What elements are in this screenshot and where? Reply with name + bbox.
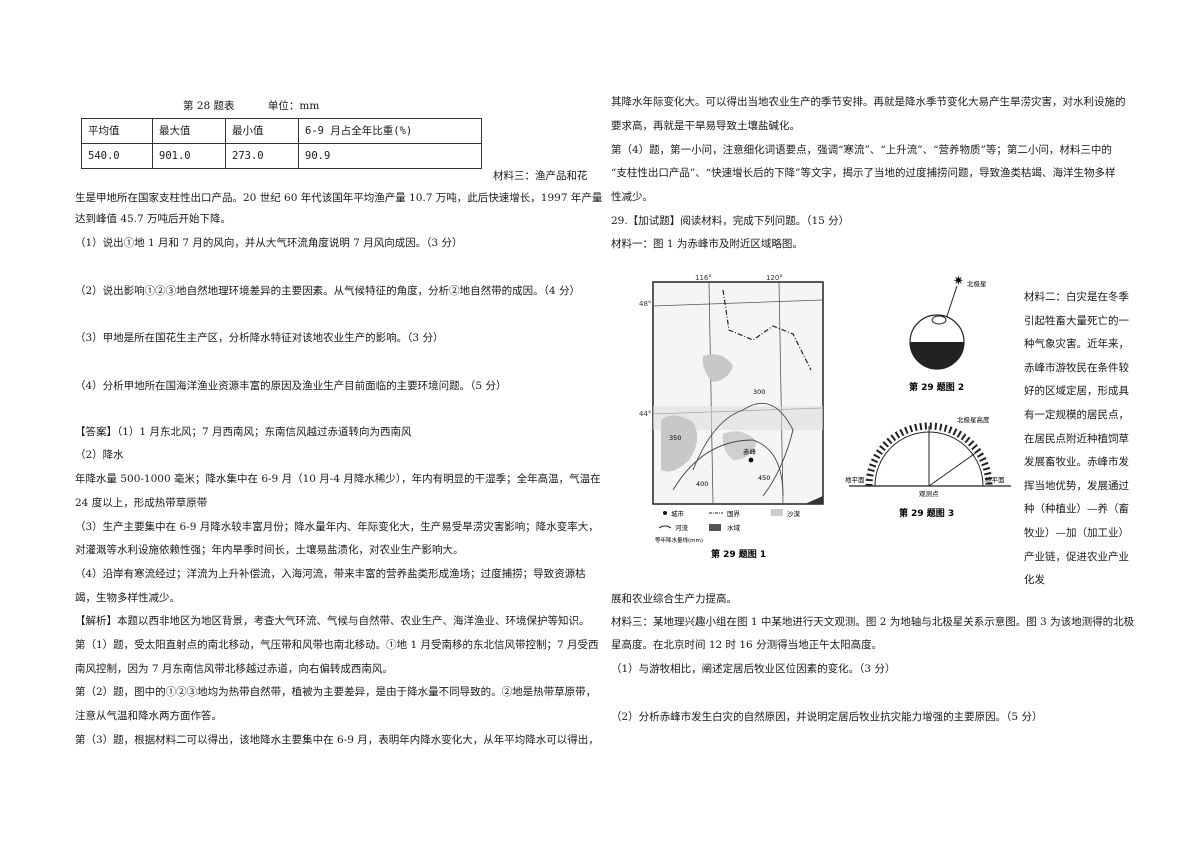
table-header-cell: 平均值 (81, 118, 153, 144)
figure-caption: 第 29 题图 1 (711, 548, 766, 560)
legend-water-symbol (709, 524, 721, 531)
text-line: 要求高，再就是干旱易导致土壤盐碱化。 (611, 120, 800, 132)
table-header-cell: 最大值 (152, 118, 226, 144)
table-cell: 90.9 (298, 143, 482, 169)
question-29-1: （1）与游牧相比，阐述定居后牧业区位因素的变化。（3 分） (611, 663, 896, 675)
star-label: 北极星 (967, 279, 987, 288)
table-header-cell: 最小值 (225, 118, 299, 144)
text-line: 第（1）题，受太阳直射点的南北移动，气压带和风带也南北移动。①地 1 月受南移的… (75, 639, 599, 651)
legend-river-symbol (658, 525, 672, 529)
text-line: 生是甲地所在国家支柱性出口产品。20 世纪 60 年代该国年平均渔产量 10.7… (75, 192, 603, 204)
contour-label: 350 (669, 434, 681, 442)
desert-area (661, 415, 698, 472)
text-line: 性减少。 (611, 191, 653, 203)
legend-item: 国界 (727, 510, 741, 518)
legend-item: 等年降水量线(mm) (655, 536, 703, 544)
polaris-sightline (928, 451, 978, 487)
table-caption: 第 28 题表 单位：mm (183, 100, 320, 112)
lon-label: 120° (766, 274, 783, 282)
table-cell: 901.0 (152, 143, 226, 169)
text-line: 注意从气温和降水两方面作答。 (75, 710, 222, 722)
text-line: 其降水年际变化大。可以得出当地农业生产的季节安排。再就是降水季节变化大易产生旱涝… (611, 96, 1126, 108)
material3-head: 材料三：渔产品和花 (493, 170, 588, 182)
contour-line (692, 402, 794, 497)
question-1: （1）说出①地 1 月和 7 月的风向，并从大气环流角度说明 7 月风向成因。（… (75, 237, 463, 249)
city-label: 赤峰 (743, 447, 757, 456)
question-2: （2）说出影响①②③地自然地理环境差异的主要因素。从气候特征的角度，分析②地自然… (75, 285, 580, 297)
material3: 材料三：某地理兴趣小组在图 1 中某地进行天文观测。图 2 为地轴与北极星关系示… (611, 616, 1135, 628)
earth-shadow (910, 342, 964, 369)
text-line: 竭，生物多样性减少。 (75, 592, 180, 604)
text-line: 达到峰值 45.7 万吨后开始下降。 (75, 213, 232, 225)
contour-label: 400 (696, 480, 708, 488)
table-header-row: 平均值 最大值 最小值 6-9 月占全年比重(%) (81, 118, 482, 144)
parallel-line (652, 299, 824, 307)
observer-label: 观测点 (919, 490, 939, 498)
text-line: （3）生产主要集中在 6-9 月降水较丰富月份；降水量年内、年际变化大，生产易受… (75, 521, 599, 533)
legend-desert-symbol (771, 509, 783, 516)
contour-label: 450 (758, 474, 770, 482)
star-altitude-label: 北极星高度 (957, 415, 990, 424)
text-line: 第（2）题，图中的①②③地均为热带自然带，植被为主要差异，是由于降水量不同导致的… (75, 686, 597, 698)
table-row: 540.0 901.0 273.0 90.9 (81, 143, 482, 169)
sea-area (805, 496, 823, 504)
text-line: 第（4）题，第一小问，注意细化词语要点，强调“寒流”、“上升流”、“营养物质”等… (611, 144, 1112, 156)
desert-area (722, 431, 757, 460)
legend-item: 城市 (671, 509, 685, 518)
figure-caption: 第 29 题图 3 (899, 507, 954, 519)
text-line: （2）降水 (75, 449, 124, 461)
altitude-scale-arc (865, 422, 993, 487)
city-marker (748, 457, 754, 463)
material1: 材料一：图 1 为赤峰市及附近区域略图。 (611, 238, 803, 250)
figure-1-map: 116° 120° 48° 44° 400 450 350 300 赤峰 城市 (633, 270, 833, 562)
question-29-2: （2）分析赤峰市发生白灾的自然原因，并说明定居后牧业抗灾能力增强的主要原因。（5… (611, 711, 1043, 723)
question-3: （3）甲地是所在国花生主产区，分析降水特征对该地农业生产的影响。（3 分） (75, 332, 444, 344)
figure-caption: 第 29 题图 2 (909, 381, 964, 393)
contour-line (672, 439, 784, 497)
question-4: （4）分析甲地所在国海洋渔业资源丰富的原因及渔业生产目前面临的主要环境问题。（5… (75, 380, 507, 392)
meridian-line (778, 281, 784, 505)
meridian-line (708, 281, 714, 505)
legend-item: 水域 (727, 523, 741, 532)
table-header-cell: 6-9 月占全年比重(%) (298, 118, 482, 144)
figure-3-altitude: 北极星高度 地平面 地平面 观测点 第 29 题图 3 (839, 412, 1019, 524)
text-line: 第（3）题，根据材料二可以得出，该地降水主要集中在 6-9 月，表明年内降水变化… (75, 734, 599, 746)
text-line: 对灌溉等水利设施依赖性强；年内旱季时间长，土壤易盐渍化，对农业生产影响大。 (75, 544, 464, 556)
rotation-arrow (931, 315, 947, 325)
answer-heading: 【答案】（1）1 月东北风；7 月西南风；东南信风越过赤道转向为西南风 (75, 426, 412, 438)
text-line: （4）沿岸有寒流经过；洋流为上升补偿流，入海河流，带来丰富的营养盐类形成渔场；过… (75, 568, 586, 580)
desert-area (702, 354, 733, 382)
precipitation-table: 平均值 最大值 最小值 6-9 月占全年比重(%) 540.0 901.0 27… (81, 118, 482, 169)
legend-item: 沙漠 (787, 509, 801, 518)
text-line: 星高度。在北京时间 12 时 16 分测得当地正午太阳高度。 (611, 639, 883, 651)
analysis-heading: 【解析】本题以西非地区为地区背景，考查大气环流、气候与自然带、农业生产、海洋渔业… (75, 615, 590, 627)
question-29-heading: 29.【加试题】阅读材料，完成下列问题。（15 分） (611, 215, 850, 227)
material2-text: 材料二：白灾是在冬季引起牲畜大量死亡的一种气象灾害。近年来，赤峰市游牧民在条件较… (1024, 291, 1129, 587)
figure-2-axis: ✷ 北极星 第 29 题图 2 (897, 272, 1017, 400)
legend-item: 河流 (675, 523, 689, 532)
table-cell: 540.0 (81, 143, 153, 169)
border-line (722, 289, 812, 371)
table-cell: 273.0 (225, 143, 299, 169)
legend-city-symbol (663, 511, 667, 515)
lon-label: 116° (695, 274, 712, 282)
text-line: 年降水量 500-1000 毫米；降水集中在 6-9 月（10 月-4 月降水稀… (75, 473, 601, 485)
text-line: 展和农业综合生产力提高。 (611, 593, 737, 605)
text-line: 24 度以上，形成热带草原带 (75, 497, 208, 509)
text-line: 南风控制，因为 7 月东南信风带北移越过赤道，向右偏转成西南风。 (75, 663, 393, 675)
lat-label: 48° (639, 300, 651, 308)
horizon-label: 地平面 (985, 475, 1005, 484)
text-line: “支柱性出口产品”、“快速增长后的下降”等文字，揭示了当地的过度捕捞问题，导致渔… (611, 167, 1116, 179)
lat-label: 44° (639, 410, 651, 418)
star-icon: ✷ (953, 274, 964, 289)
horizon-label: 地平面 (845, 475, 865, 484)
contour-label: 300 (753, 388, 765, 396)
